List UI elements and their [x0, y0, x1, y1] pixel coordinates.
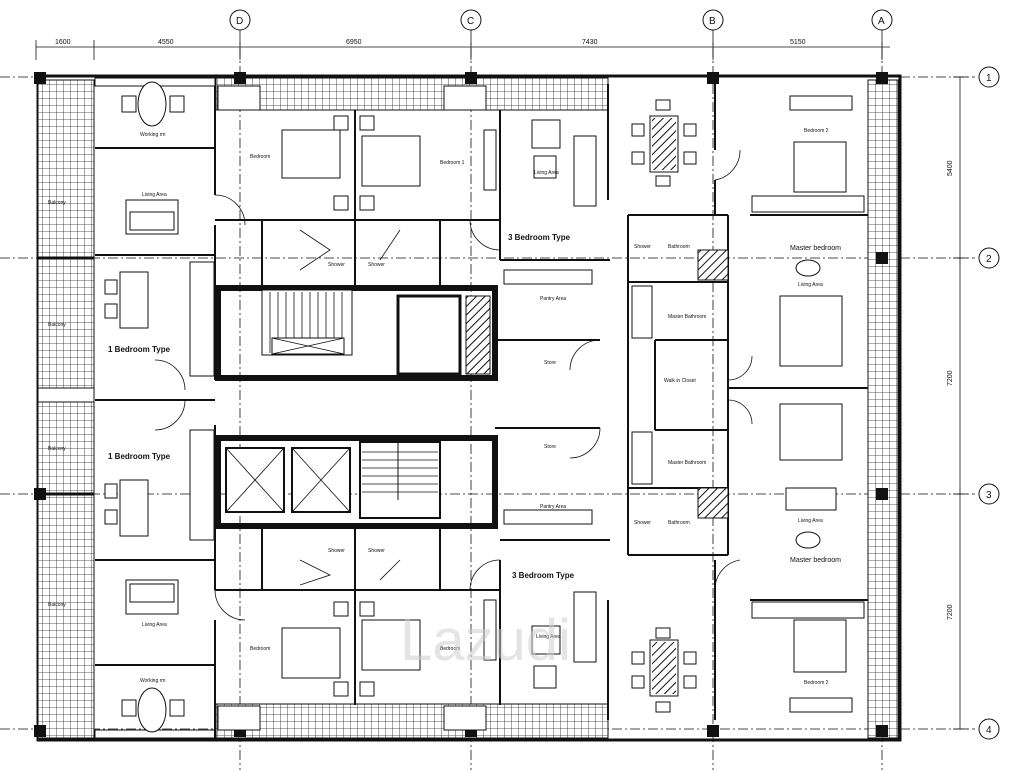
- room-label: Bedroom 1: [440, 160, 465, 166]
- top-core: [215, 285, 498, 381]
- room-label: Walk in Closet: [664, 378, 696, 384]
- right-dimension-line: [953, 76, 968, 730]
- room-label: Working rm: [140, 678, 165, 684]
- axis-label-3: 3: [986, 490, 992, 501]
- dimension-label: 5150: [790, 39, 806, 46]
- unit-type-label: 3 Bedroom Type: [512, 571, 575, 580]
- room-label: Living Area: [534, 170, 559, 176]
- room-label: Balcony: [48, 322, 66, 328]
- room-label: Working rm: [140, 132, 165, 138]
- room-label: Balcony: [48, 200, 66, 206]
- axis-label-2: 2: [986, 254, 992, 265]
- room-label: Shower: [328, 262, 345, 268]
- room-label: Bathroom: [668, 244, 690, 250]
- room-label: Living Area: [798, 282, 823, 288]
- bottom-core: [215, 435, 498, 529]
- axis-label-a: A: [878, 16, 885, 27]
- top-dimension-line: 1600 4550 6950 7430 5150: [35, 39, 890, 60]
- unit-type-label: 1 Bedroom Type: [108, 345, 171, 354]
- side-dimension: 7200: [947, 604, 954, 620]
- side-dimension: 5400: [947, 160, 954, 176]
- room-label: Store: [544, 444, 556, 450]
- side-dimension: 7200: [947, 370, 954, 386]
- room-label: Bathroom: [668, 520, 690, 526]
- room-label: Bedroom: [440, 646, 460, 652]
- room-label: Living Area: [142, 622, 167, 628]
- room-label: Store: [544, 360, 556, 366]
- axis-label-1: 1: [986, 73, 992, 84]
- room-label: Shower: [368, 262, 385, 268]
- room-label: Shower: [328, 548, 345, 554]
- room-label: Shower: [368, 548, 385, 554]
- axis-label-b: B: [709, 16, 716, 27]
- building-outline: [34, 72, 902, 742]
- room-label: Bedroom: [250, 646, 270, 652]
- room-label: Shower: [634, 244, 651, 250]
- axis-label-4: 4: [986, 725, 992, 736]
- door-swings: [154, 149, 753, 621]
- room-label: Pantry Area: [540, 296, 566, 302]
- unit-type-labels: 1 Bedroom Type 1 Bedroom Type 3 Bedroom …: [108, 233, 575, 580]
- column-axis-bubbles: D C B A: [229, 9, 893, 31]
- room-label: Master bedroom: [790, 245, 841, 252]
- room-label: Bedroom: [250, 154, 270, 160]
- room-label: Bedroom 2: [804, 680, 829, 686]
- master-labels: Master bedroom Master bedroom: [790, 245, 841, 564]
- row-axis-bubbles: 1 2 3 4: [978, 66, 1000, 740]
- dimension-label: 7430: [582, 39, 598, 46]
- room-label: Balcony: [48, 446, 66, 452]
- room-labels: Working rm Working rm Living Area Living…: [48, 128, 829, 686]
- room-label: Master Bathroom: [668, 314, 706, 320]
- room-label: Living Area: [798, 518, 823, 524]
- dimension-label: 1600: [55, 39, 71, 46]
- watermark: Lazudi: [400, 608, 571, 673]
- room-label: Shower: [634, 520, 651, 526]
- room-label: Living Area: [536, 634, 561, 640]
- room-label: Balcony: [48, 602, 66, 608]
- axis-label-c: C: [467, 16, 474, 27]
- furniture: [104, 81, 865, 733]
- room-label: Pantry Area: [540, 504, 566, 510]
- room-label: Master bedroom: [790, 557, 841, 564]
- room-label: Bedroom 2: [804, 128, 829, 134]
- unit-type-label: 3 Bedroom Type: [508, 233, 571, 242]
- axis-label-d: D: [236, 16, 243, 27]
- side-dimension-labels: 5400 7200 7200: [947, 160, 954, 620]
- room-label: Living Area: [142, 192, 167, 198]
- dining-glass: [652, 118, 676, 694]
- dimension-label: 6950: [346, 39, 362, 46]
- dimension-label: 4550: [158, 39, 174, 46]
- room-label: Master Bathroom: [668, 460, 706, 466]
- unit-type-label: 1 Bedroom Type: [108, 452, 171, 461]
